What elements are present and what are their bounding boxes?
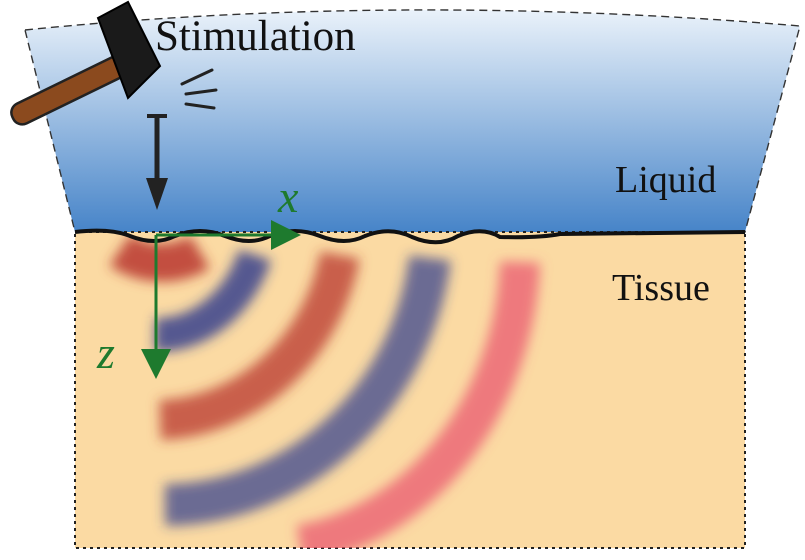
hammer-head bbox=[96, 0, 162, 100]
coordinate-axes bbox=[141, 220, 301, 379]
tissue-label: Tissue bbox=[612, 267, 710, 309]
impact-lines-icon bbox=[180, 68, 218, 110]
wave-front-pink-outer bbox=[296, 261, 540, 548]
arrow-down-icon bbox=[146, 114, 168, 210]
hammer-icon bbox=[10, 0, 162, 126]
stimulation-label: Stimulation bbox=[155, 13, 356, 60]
wave-front-red-inner bbox=[109, 233, 210, 282]
liquid-label: Liquid bbox=[615, 159, 716, 201]
wave-fronts bbox=[109, 233, 540, 548]
wave-front-red-middle bbox=[158, 251, 360, 440]
wave-front-blue-outer bbox=[164, 255, 451, 526]
liquid-tissue-interface bbox=[74, 228, 746, 245]
wave-front-blue-inner bbox=[154, 249, 272, 352]
x-axis-label: x bbox=[277, 171, 299, 222]
z-axis-label: z bbox=[96, 327, 115, 378]
